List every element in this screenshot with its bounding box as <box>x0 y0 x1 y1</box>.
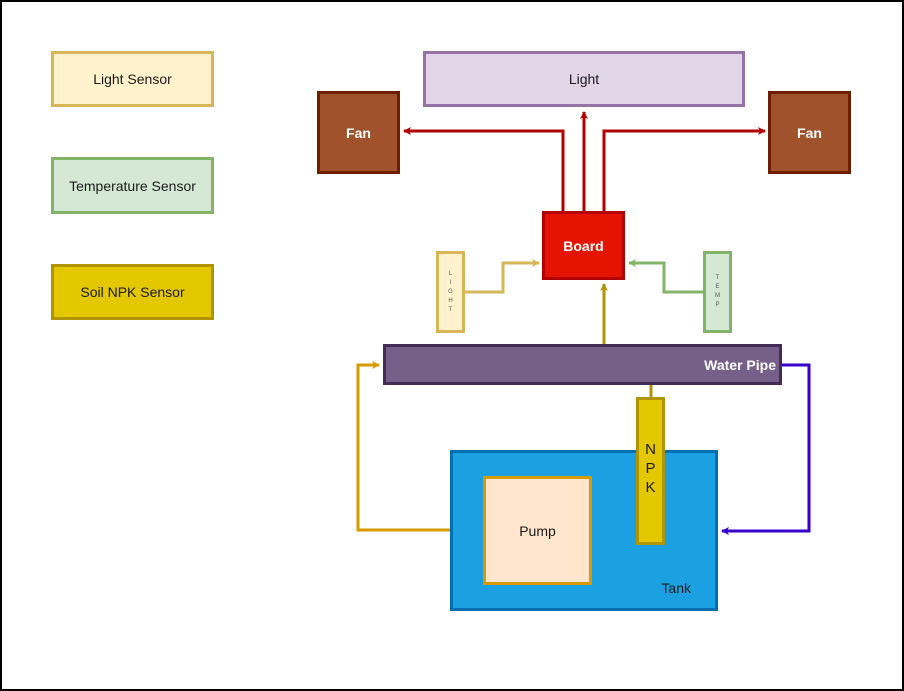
pump-node: Pump <box>483 476 592 585</box>
temp-sensor-letter: P <box>715 302 720 308</box>
light-sensor-letter: G <box>448 288 453 295</box>
pump-to-water-pipe-connector <box>356 361 483 532</box>
board-to-fan-right-connector <box>602 127 766 211</box>
light-sensor-letter: H <box>448 297 453 304</box>
light-node-label: Light <box>568 71 600 87</box>
temp-sensor-text: T E M P <box>715 274 720 310</box>
fan-left-label: Fan <box>346 124 371 141</box>
fan-right-node: Fan <box>768 91 851 174</box>
npk-sensor-node: N P K <box>636 397 665 545</box>
temp-sensor-letter: T <box>715 275 720 281</box>
light-sensor-node: L I G H T <box>436 251 465 333</box>
tank-label: Tank <box>661 580 691 596</box>
legend-soil-npk-sensor: Soil NPK Sensor <box>51 264 214 320</box>
npk-letter: P <box>645 460 656 477</box>
legend-light-sensor: Light Sensor <box>51 51 214 107</box>
temp-sensor-letter: M <box>715 293 720 299</box>
light-sensor-to-board-connector <box>465 259 540 294</box>
board-label: Board <box>563 237 604 254</box>
npk-letter: K <box>645 479 656 496</box>
legend-temperature-sensor-label: Temperature Sensor <box>69 177 196 194</box>
fan-left-node: Fan <box>317 91 400 174</box>
temp-sensor-to-board-connector <box>628 259 703 294</box>
temp-sensor-letter: E <box>715 284 720 290</box>
npk-letter: N <box>645 441 656 458</box>
pump-label: Pump <box>519 522 556 539</box>
board-to-fan-left-connector <box>403 127 565 211</box>
legend-temperature-sensor: Temperature Sensor <box>51 157 214 214</box>
light-node: Light <box>423 51 745 107</box>
temp-sensor-node: T E M P <box>703 251 732 333</box>
legend-soil-npk-sensor-label: Soil NPK Sensor <box>80 284 185 300</box>
light-sensor-letter: I <box>449 279 452 286</box>
fan-right-label: Fan <box>797 124 822 141</box>
legend-light-sensor-label: Light Sensor <box>93 71 172 87</box>
board-node: Board <box>542 211 625 280</box>
light-sensor-letter: L <box>448 270 453 277</box>
water-pipe-label: Water Pipe <box>704 356 776 373</box>
water-pipe-node: Water Pipe <box>383 344 782 385</box>
water-pipe-to-tank-connector <box>721 363 811 535</box>
npk-sensor-text: N P K <box>645 440 656 497</box>
light-sensor-letter: T <box>448 306 453 313</box>
light-sensor-text: L I G H T <box>448 270 453 315</box>
